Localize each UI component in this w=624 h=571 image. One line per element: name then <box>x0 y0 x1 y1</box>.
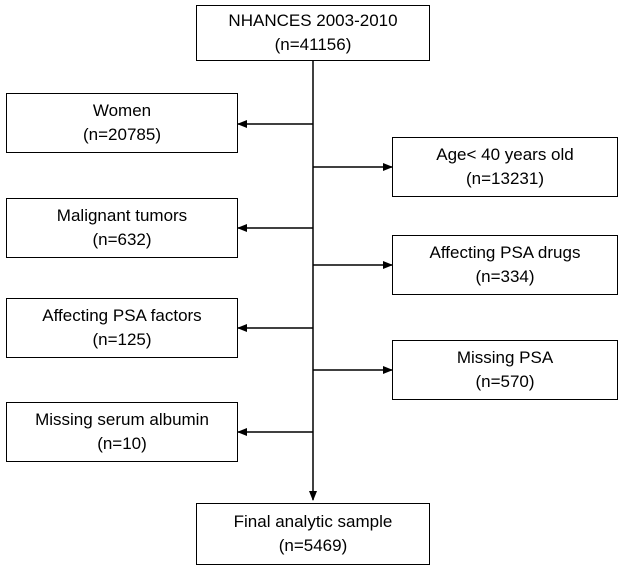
box-title: Missing serum albumin <box>35 410 209 429</box>
box-excluded-missing-psa: Missing PSA (n=570) <box>392 340 618 400</box>
box-excluded-malignant-tumors: Malignant tumors (n=632) <box>6 198 238 258</box>
box-source-population: NHANCES 2003-2010 (n=41156) <box>196 5 430 61</box>
box-title: Women <box>92 101 152 120</box>
box-count: (n=570) <box>475 372 535 391</box>
box-count: (n=20785) <box>83 125 161 144</box>
box-title: Age< 40 years old <box>436 145 574 164</box>
box-final-sample: Final analytic sample (n=5469) <box>196 503 430 565</box>
box-title: NHANCES 2003-2010 <box>228 11 398 30</box>
box-excluded-women: Women (n=20785) <box>6 93 238 153</box>
box-excluded-affecting-psa-factors: Affecting PSA factors (n=125) <box>6 298 238 358</box>
box-count: (n=13231) <box>466 169 544 188</box>
box-count: (n=125) <box>92 330 152 349</box>
box-title: Malignant tumors <box>56 206 188 225</box>
box-count: (n=5469) <box>278 536 348 555</box>
box-title: Affecting PSA drugs <box>429 243 581 262</box>
box-count: (n=334) <box>475 267 535 286</box>
box-title: Missing PSA <box>456 348 554 367</box>
box-count: (n=632) <box>92 230 152 249</box>
box-count: (n=41156) <box>274 35 352 54</box>
box-excluded-missing-serum-albumin: Missing serum albumin (n=10) <box>6 402 238 462</box>
box-excluded-age-under-40: Age< 40 years old (n=13231) <box>392 137 618 197</box>
box-count: (n=10) <box>97 434 147 453</box>
box-excluded-affecting-psa-drugs: Affecting PSA drugs (n=334) <box>392 235 618 295</box>
box-title: Final analytic sample <box>233 512 393 531</box>
box-title: Affecting PSA factors <box>42 306 202 325</box>
